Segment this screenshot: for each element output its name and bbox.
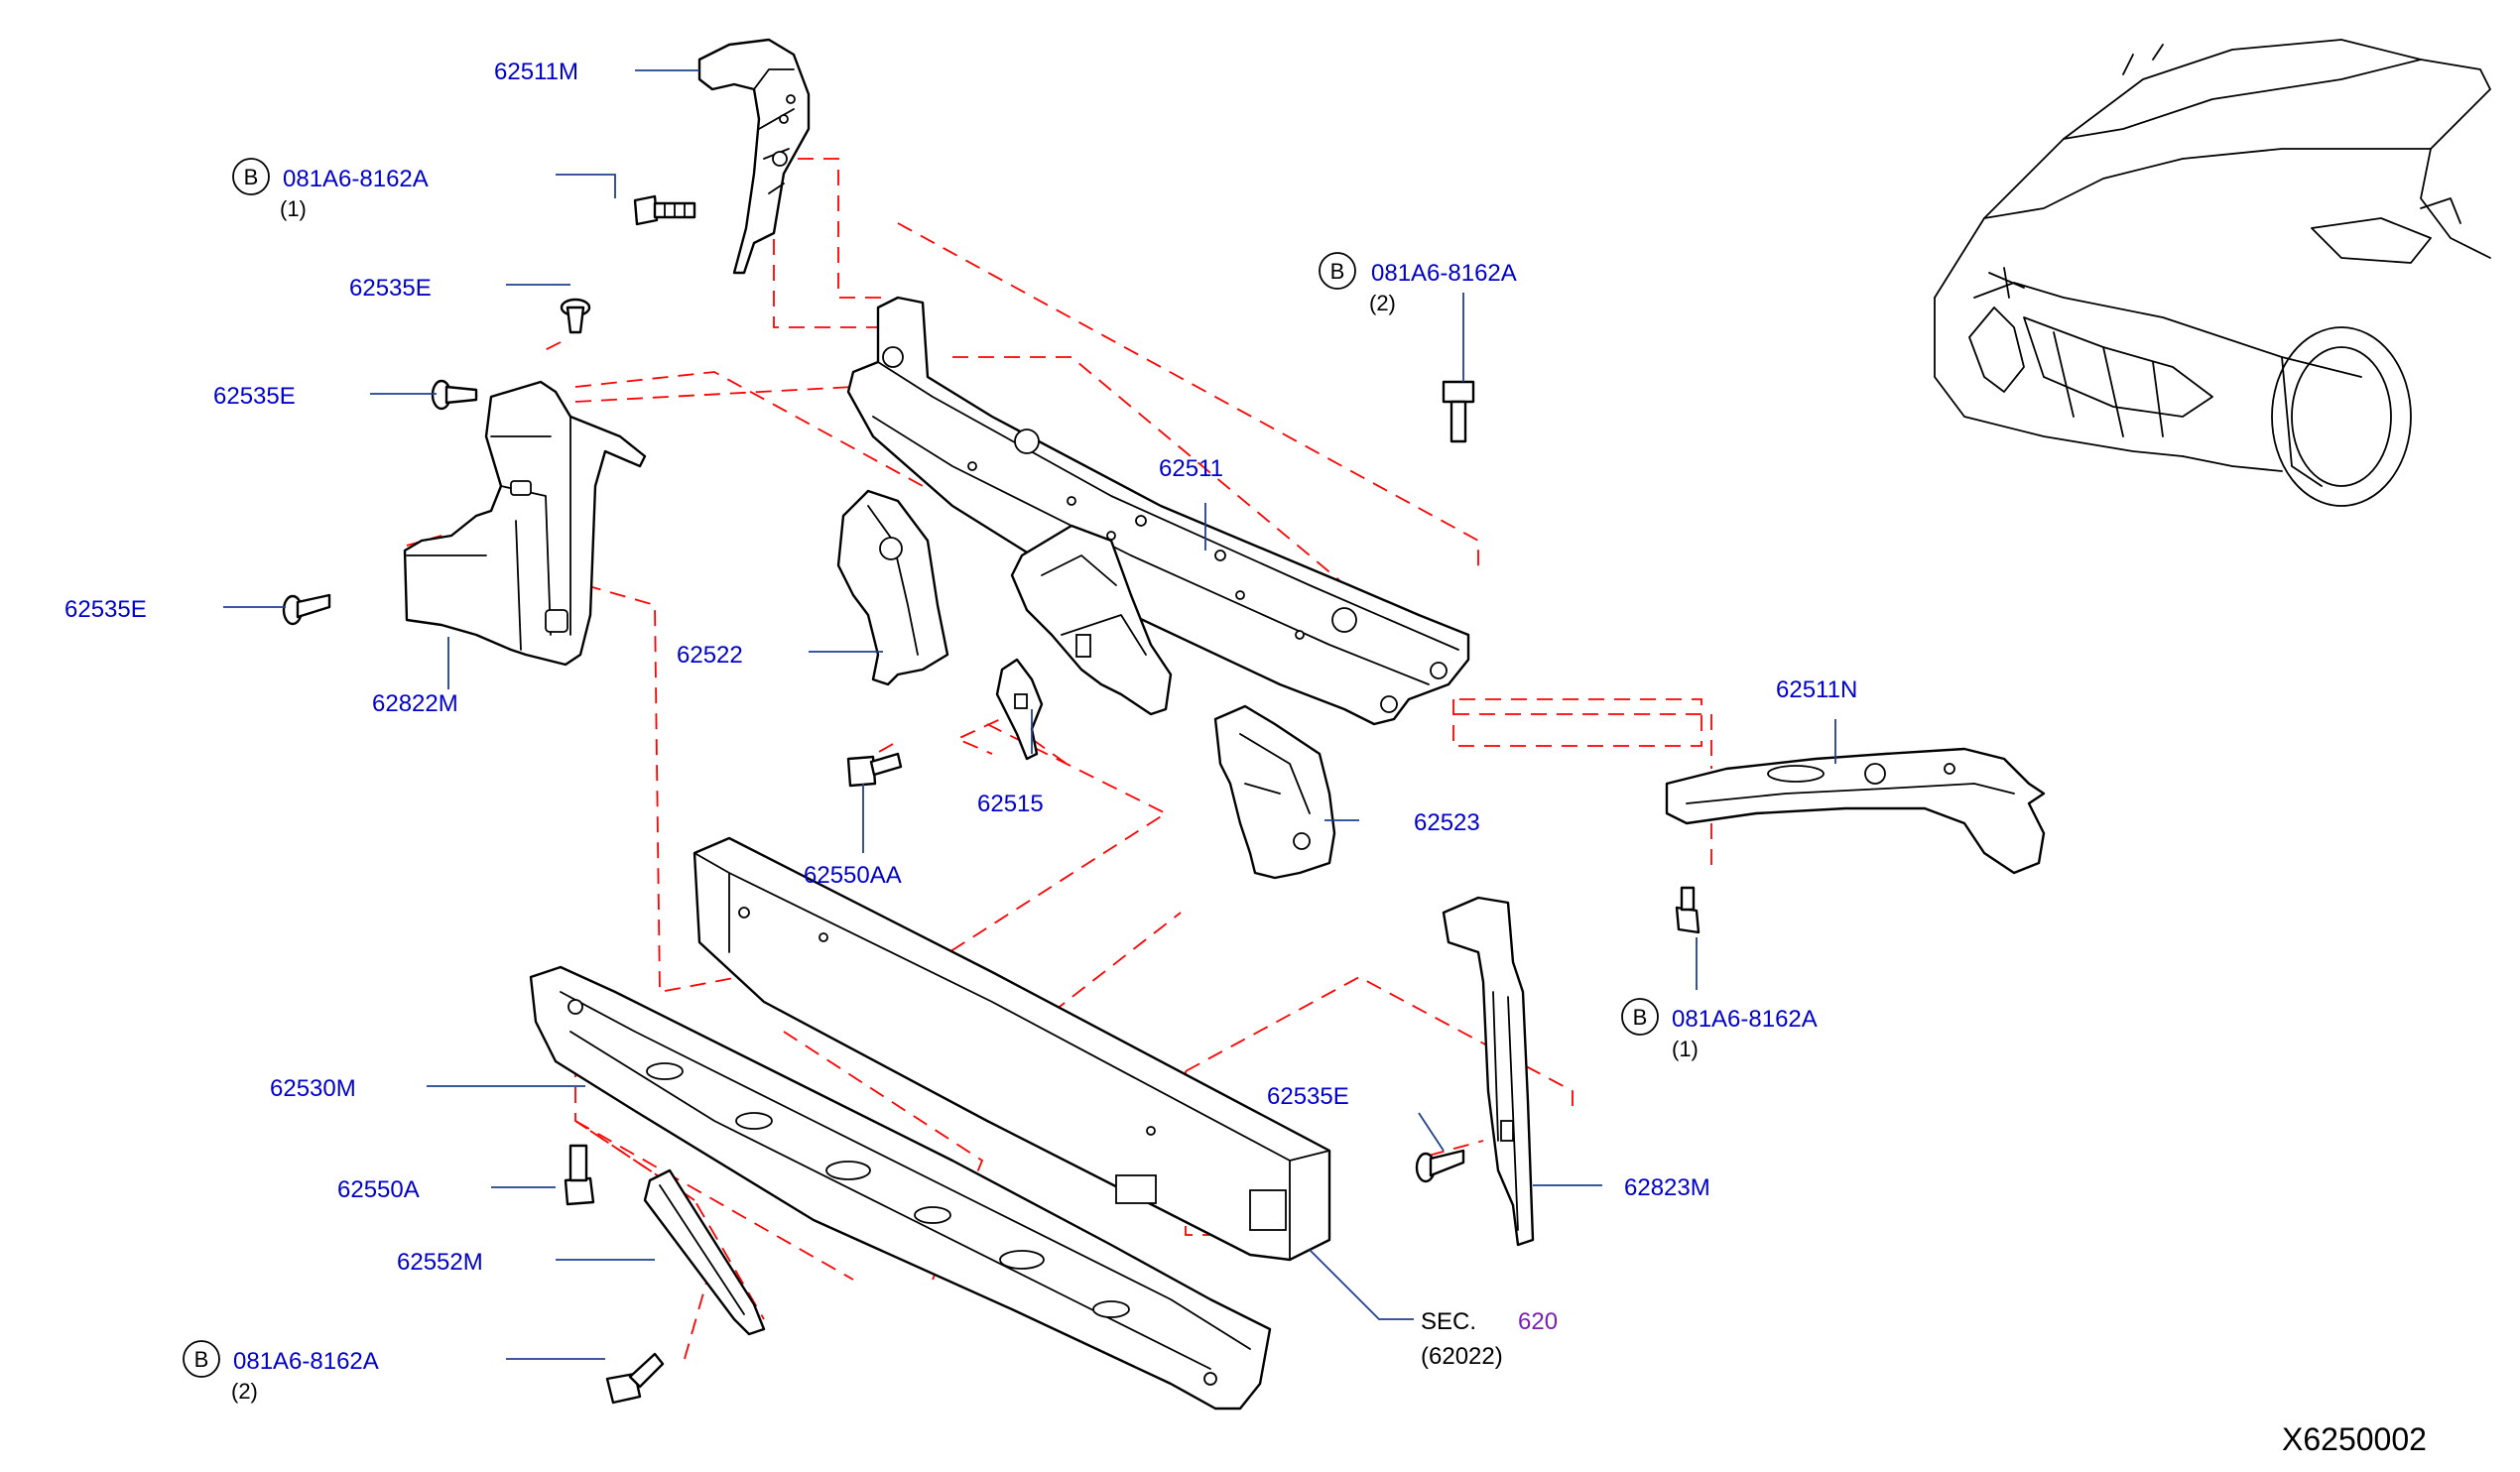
svg-text:620: 620 xyxy=(1518,1308,1558,1335)
bolt-callout-3: B 081A6-8162A (1) xyxy=(1621,998,1818,1061)
part-hood-latch-support xyxy=(1010,524,1173,716)
part-62823M-air-guide xyxy=(1442,896,1535,1247)
part-62511-upper-tie-bar xyxy=(846,296,1470,726)
label-62535E-b: 62535E xyxy=(213,383,296,410)
part-62515-stay xyxy=(995,658,1044,761)
fastener-bolt-62550AA xyxy=(846,752,903,788)
svg-text:B: B xyxy=(1330,259,1345,284)
label-62822M: 62822M xyxy=(372,690,458,717)
label-62823M: 62823M xyxy=(1624,1174,1710,1201)
part-62530M-lower-tie-bar xyxy=(529,965,1272,1411)
part-62523-bracket xyxy=(1213,704,1336,880)
fastener-bolt-upper-left xyxy=(633,194,696,226)
part-62511M-bracket xyxy=(697,38,811,275)
leader-lines xyxy=(223,69,1836,1360)
label-62535E-c: 62535E xyxy=(64,596,147,623)
svg-text:(2): (2) xyxy=(231,1379,258,1404)
svg-text:B: B xyxy=(244,165,259,189)
label-62522: 62522 xyxy=(677,642,743,669)
part-62822M-air-guide xyxy=(403,380,647,667)
label-62515: 62515 xyxy=(977,791,1044,817)
fastener-clip-4 xyxy=(1415,1149,1465,1183)
fastener-clip-3 xyxy=(282,593,331,626)
label-62511M: 62511M xyxy=(494,59,578,85)
svg-text:(1): (1) xyxy=(280,196,307,221)
fastener-bolt-right-support xyxy=(1675,886,1701,934)
svg-text:B: B xyxy=(194,1347,209,1372)
label-62550A: 62550A xyxy=(337,1176,420,1203)
label-62550AA: 62550AA xyxy=(804,862,902,889)
fastener-bolt-lower-left xyxy=(605,1352,665,1405)
label-62511N: 62511N xyxy=(1776,676,1857,703)
svg-text:081A6-8162A: 081A6-8162A xyxy=(1672,1006,1818,1033)
label-62511: 62511 xyxy=(1159,455,1223,482)
fastener-bolt-upper-right xyxy=(1442,380,1475,443)
bolt-callout-2: B 081A6-8162A (2) xyxy=(1319,252,1517,315)
svg-text:081A6-8162A: 081A6-8162A xyxy=(283,166,429,192)
svg-text:(2): (2) xyxy=(1369,291,1396,315)
part-front-bumper-reinforcement xyxy=(693,836,1331,1262)
bolt-callout-4: B 081A6-8162A (2) xyxy=(183,1340,379,1404)
bolt-callout-1: B 081A6-8162A (1) xyxy=(232,158,429,221)
part-62511N-support xyxy=(1665,747,2046,875)
label-62552M: 62552M xyxy=(397,1249,483,1276)
part-62522-bracket xyxy=(836,489,949,686)
fastener-clip-1 xyxy=(560,298,591,334)
svg-text:(1): (1) xyxy=(1672,1037,1699,1061)
svg-text:081A6-8162A: 081A6-8162A xyxy=(233,1348,379,1375)
svg-text:B: B xyxy=(1633,1005,1648,1030)
fastener-clip-2 xyxy=(431,379,478,411)
part-62552M-bracket xyxy=(643,1168,766,1336)
diagram-code: X6250002 xyxy=(2282,1421,2427,1457)
svg-text:SEC.: SEC. xyxy=(1421,1308,1476,1335)
label-62530M: 62530M xyxy=(270,1075,356,1102)
section-reference: SEC. 620 (62022) xyxy=(1421,1308,1558,1370)
svg-text:081A6-8162A: 081A6-8162A xyxy=(1371,260,1517,287)
vehicle-locator-view xyxy=(1934,39,2491,507)
label-62535E-a: 62535E xyxy=(349,275,432,302)
label-62535E-d: 62535E xyxy=(1267,1083,1349,1110)
svg-text:(62022): (62022) xyxy=(1421,1343,1503,1370)
label-62523: 62523 xyxy=(1414,809,1480,836)
fastener-bolt-62550A xyxy=(564,1144,595,1206)
